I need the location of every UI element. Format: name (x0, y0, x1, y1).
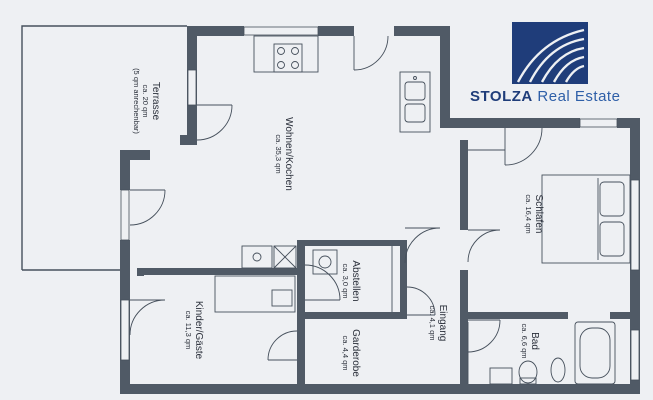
room-label-abstellen: Abstellen ca. 3,0 qm (335, 246, 361, 316)
terrace-outline (21, 25, 187, 271)
kitchen-fixtures (253, 35, 431, 133)
kids-room-furniture (214, 275, 296, 313)
brand-name-bold: STOLZA (470, 88, 533, 105)
room-area: ca. 16,4 qm (524, 194, 533, 234)
room-name: Garderobe (350, 329, 361, 377)
room-label-garderobe: Garderobe ca. 4,4 qm (335, 318, 361, 388)
doors (129, 35, 543, 361)
room-label-bad: Bad ca. 6,6 qm (514, 316, 540, 366)
room-name: Bad (529, 332, 540, 350)
room-name: Wohnen/Kochen (283, 117, 294, 191)
room-area: ca. 4,4 qm (341, 335, 350, 371)
utility-fixtures (241, 245, 393, 312)
windows (120, 26, 640, 381)
room-area: ca. 35,3 qm (274, 134, 283, 174)
room-name: Eingang (437, 304, 448, 342)
room-label-terrasse: Terrasse ca. 20 qm (5 qm anrechenbar) (119, 51, 161, 151)
bathroom-fixtures (467, 321, 616, 385)
bed-furniture (468, 149, 631, 264)
room-name: Schlafen (533, 194, 544, 234)
room-label-wohnen-kochen: Wohnen/Kochen ca. 35,3 qm (266, 104, 294, 204)
room-name: Abstellen (350, 260, 361, 302)
room-area: ca. 3,0 qm (341, 263, 350, 299)
interior-walls (137, 140, 637, 390)
brand-logo-mark (512, 22, 588, 84)
room-area: ca. 11,3 qm (184, 310, 193, 350)
room-name: Terrasse (150, 81, 161, 121)
room-label-eingang: Eingang ca. 4,1 qm (422, 293, 448, 353)
room-area: ca. 6,6 qm (520, 323, 529, 359)
room-label-schlafen: Schlafen ca. 16,4 qm (516, 174, 544, 254)
room-area: ca. 4,1 qm (428, 305, 437, 341)
brand-name: STOLZA Real Estate (470, 88, 620, 105)
room-label-kinder-gaeste: Kinder/Gäste ca. 11,3 qm (176, 290, 204, 370)
room-area: ca. 20 qm (141, 84, 150, 118)
brand-name-rest: Real Estate (532, 88, 621, 105)
room-note: (5 qm anrechenbar) (132, 68, 141, 134)
room-name: Kinder/Gäste (193, 300, 204, 360)
